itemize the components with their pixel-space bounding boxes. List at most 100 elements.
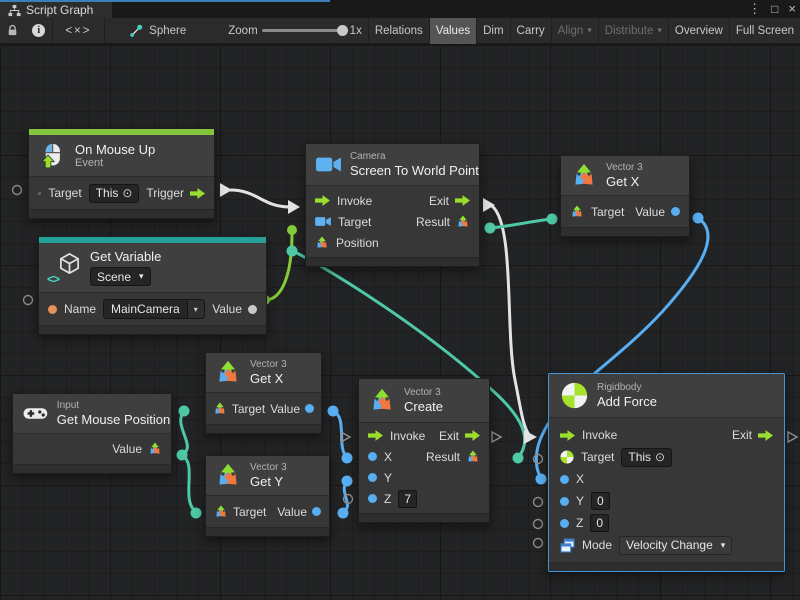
y-port[interactable] — [368, 473, 377, 482]
vector3-port-icon[interactable] — [456, 214, 470, 229]
lock-icon — [9, 24, 17, 36]
target-label: Target — [48, 186, 82, 200]
node-footer — [561, 227, 689, 236]
value-port[interactable] — [312, 507, 321, 516]
x-port[interactable] — [368, 452, 377, 461]
carry-toggle[interactable]: Carry — [516, 24, 545, 37]
variable-name-dropdown[interactable]: MainCamera ▾ — [103, 299, 205, 319]
lock-button[interactable] — [0, 18, 26, 44]
node-category: Vector 3 — [404, 387, 441, 398]
node-title: Get X — [606, 174, 640, 189]
close-icon[interactable]: × — [788, 1, 796, 16]
node-get-variable[interactable]: <> Get Variable Scene▾ Name MainCamera ▾… — [38, 236, 267, 335]
vector3-port-icon[interactable] — [213, 402, 227, 416]
node-get-mouse-position[interactable]: Input Get Mouse Position Value — [12, 393, 172, 474]
event-colorbar — [29, 129, 214, 135]
vector3-port-icon[interactable] — [214, 504, 228, 519]
focused-pane-highlight — [0, 0, 330, 2]
value-port[interactable] — [248, 304, 257, 314]
flow-arrow-icon[interactable] — [368, 430, 383, 441]
fullscreen-button[interactable]: Full Screen — [735, 24, 794, 37]
node-title: Get Mouse Position — [56, 412, 171, 427]
tab-bar: Script Graph ⋮ □ × — [0, 0, 800, 18]
graph-toolbar: i <×> Sphere Zoom 1x Relations Values Di… — [0, 17, 800, 44]
vector3-port-icon[interactable] — [315, 235, 329, 250]
window-menu-icon[interactable]: ⋮ — [748, 1, 762, 16]
divider — [428, 17, 430, 44]
node-get-x-mid[interactable]: Vector 3 Get X Target Value — [205, 352, 322, 434]
maximize-icon[interactable]: □ — [771, 2, 779, 16]
y-port[interactable] — [560, 496, 569, 506]
target-self-icon: ⊙ — [122, 186, 133, 200]
node-add-force[interactable]: Rigidbody Add Force Invoke Exit Target T… — [548, 373, 785, 572]
zoom-slider-handle[interactable] — [336, 25, 348, 36]
info-icon: i — [32, 24, 46, 37]
graph-name: Sphere — [149, 24, 187, 37]
tab-script-graph[interactable]: Script Graph — [0, 2, 112, 18]
target-self-icon: ⊙ — [655, 450, 666, 464]
dim-toggle[interactable]: Dim — [483, 24, 504, 37]
node-on-mouse-up[interactable]: On Mouse Up Event Target This⊙ Trigger — [28, 128, 215, 219]
node-create-vector3[interactable]: Vector 3 Create Invoke Exit X Result Y — [358, 378, 490, 523]
inspect-button[interactable]: i — [26, 18, 52, 44]
vector3-port-icon[interactable] — [570, 204, 584, 219]
divider — [104, 17, 106, 44]
value-label: Value — [112, 442, 142, 456]
flow-arrow-icon[interactable] — [315, 195, 330, 206]
flow-arrow-icon[interactable] — [190, 187, 205, 199]
node-footer — [306, 257, 479, 266]
overview-button[interactable]: Overview — [674, 24, 723, 37]
variable-icon: <> — [47, 252, 81, 286]
graph-icon — [8, 4, 21, 16]
graph-breadcrumb[interactable]: Sphere — [123, 18, 192, 44]
rigidbody-port-icon[interactable] — [560, 450, 574, 464]
z-port[interactable] — [560, 518, 569, 528]
node-title: Get Variable — [90, 249, 162, 264]
zoom-label: Zoom — [228, 24, 258, 37]
vector3-icon — [575, 163, 593, 185]
code-view-button[interactable]: <×> — [65, 24, 92, 37]
node-title: Get Y — [250, 474, 284, 489]
values-toggle[interactable]: Values — [429, 17, 477, 44]
flow-arrow-icon[interactable] — [560, 429, 575, 441]
flow-arrow-icon[interactable] — [465, 430, 480, 441]
relations-toggle[interactable]: Relations — [374, 24, 423, 37]
vector3-port-icon[interactable] — [466, 449, 480, 464]
z-value-field[interactable]: 7 — [398, 489, 418, 508]
target-object-field[interactable]: This⊙ — [88, 183, 140, 203]
camera-icon — [316, 157, 341, 172]
camera-port-icon[interactable] — [315, 216, 331, 227]
value-port[interactable] — [671, 207, 680, 216]
force-mode-dropdown[interactable]: Velocity Change▾ — [619, 535, 733, 555]
node-footer — [359, 513, 489, 522]
rigidbody-icon — [561, 382, 588, 409]
value-label: Value — [270, 401, 300, 416]
node-footer — [29, 209, 214, 218]
graph-sphere-icon — [130, 24, 143, 37]
node-screen-to-world-point[interactable]: Camera Screen To World Point Invoke Exit… — [305, 143, 480, 267]
vector3-icon — [219, 360, 237, 382]
flow-arrow-icon[interactable] — [455, 195, 470, 206]
node-category: Vector 3 — [606, 162, 643, 173]
target-object-field[interactable]: This⊙ — [621, 447, 673, 467]
align-dropdown: Align▾ — [557, 24, 592, 37]
node-get-y[interactable]: Vector 3 Get Y Target Value — [205, 455, 330, 537]
x-label: X — [384, 449, 393, 464]
node-title: Screen To World Point — [349, 163, 479, 178]
x-port[interactable] — [560, 474, 569, 484]
dropdown-arrow-icon: ▾ — [587, 25, 592, 35]
name-port[interactable] — [48, 304, 57, 314]
flow-arrow-icon[interactable] — [758, 429, 773, 441]
value-label: Value — [635, 204, 665, 219]
y-value-field[interactable]: 0 — [591, 492, 610, 510]
vector3-port-icon[interactable] — [148, 442, 162, 456]
zoom-slider[interactable] — [261, 25, 348, 36]
node-get-x-right[interactable]: Vector 3 Get X Target Value — [560, 155, 690, 237]
variable-scope-dropdown[interactable]: Scene▾ — [90, 267, 151, 286]
y-label: Y — [576, 494, 585, 508]
z-value-field[interactable]: 0 — [590, 514, 610, 532]
node-footer — [549, 562, 784, 571]
value-port[interactable] — [305, 404, 314, 413]
divider — [550, 17, 552, 44]
z-port[interactable] — [368, 494, 377, 503]
